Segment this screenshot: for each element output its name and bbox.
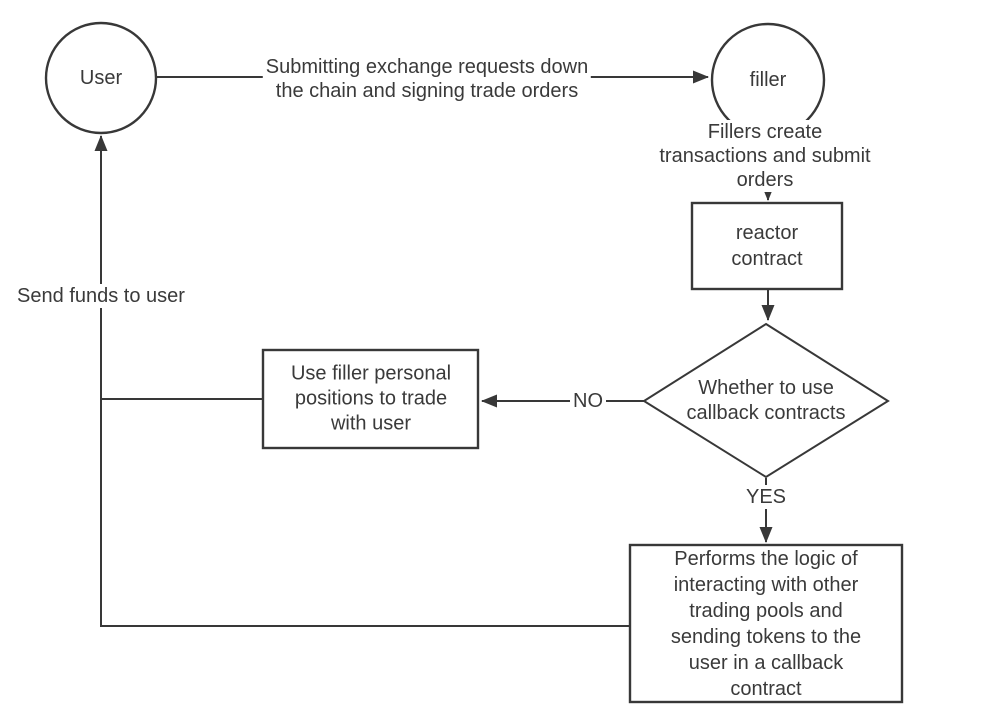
- callback-logic-node-rect: [628, 543, 904, 704]
- decision-node-diamond: [642, 322, 890, 479]
- filler-node-circle: [710, 22, 826, 138]
- user-node-circle: [44, 21, 158, 135]
- personal-positions-node-rect: [261, 348, 480, 450]
- reactor-contract-node-rect: [690, 201, 844, 291]
